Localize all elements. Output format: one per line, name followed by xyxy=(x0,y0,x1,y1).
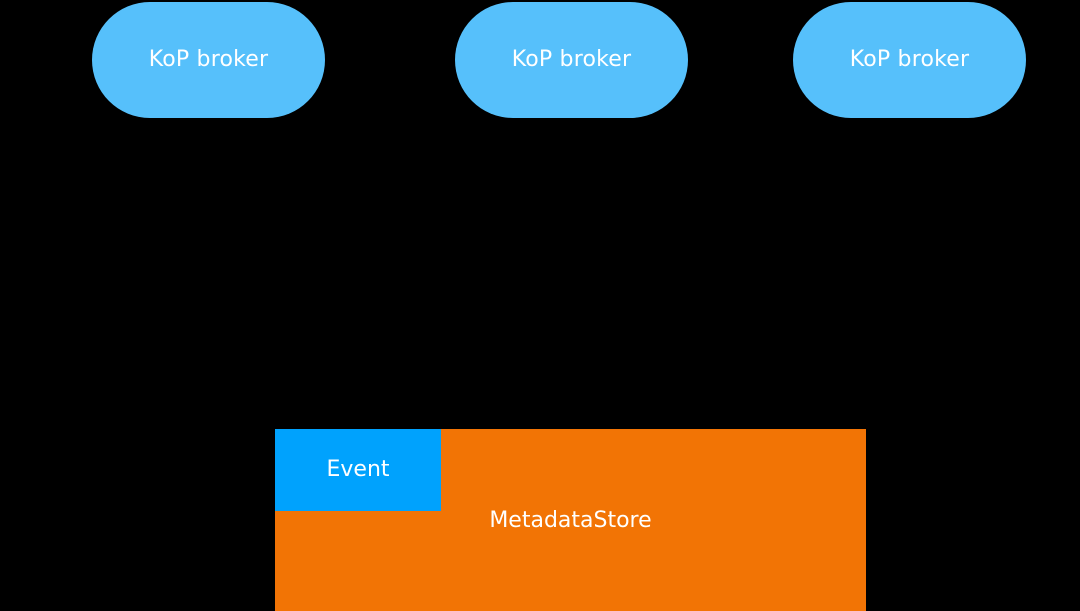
kop-broker-node-1[interactable]: KoP broker xyxy=(92,2,325,118)
metadata-store-label: MetadataStore xyxy=(489,508,652,533)
kop-broker-node-3[interactable]: KoP broker xyxy=(793,2,1026,118)
kop-broker-node-2[interactable]: KoP broker xyxy=(455,2,688,118)
kop-broker-node-2-label: KoP broker xyxy=(511,47,632,72)
kop-broker-node-3-label: KoP broker xyxy=(849,47,970,72)
event-box-label: Event xyxy=(326,457,390,482)
kop-broker-node-1-label: KoP broker xyxy=(148,47,269,72)
event-box[interactable]: Event xyxy=(275,429,441,511)
